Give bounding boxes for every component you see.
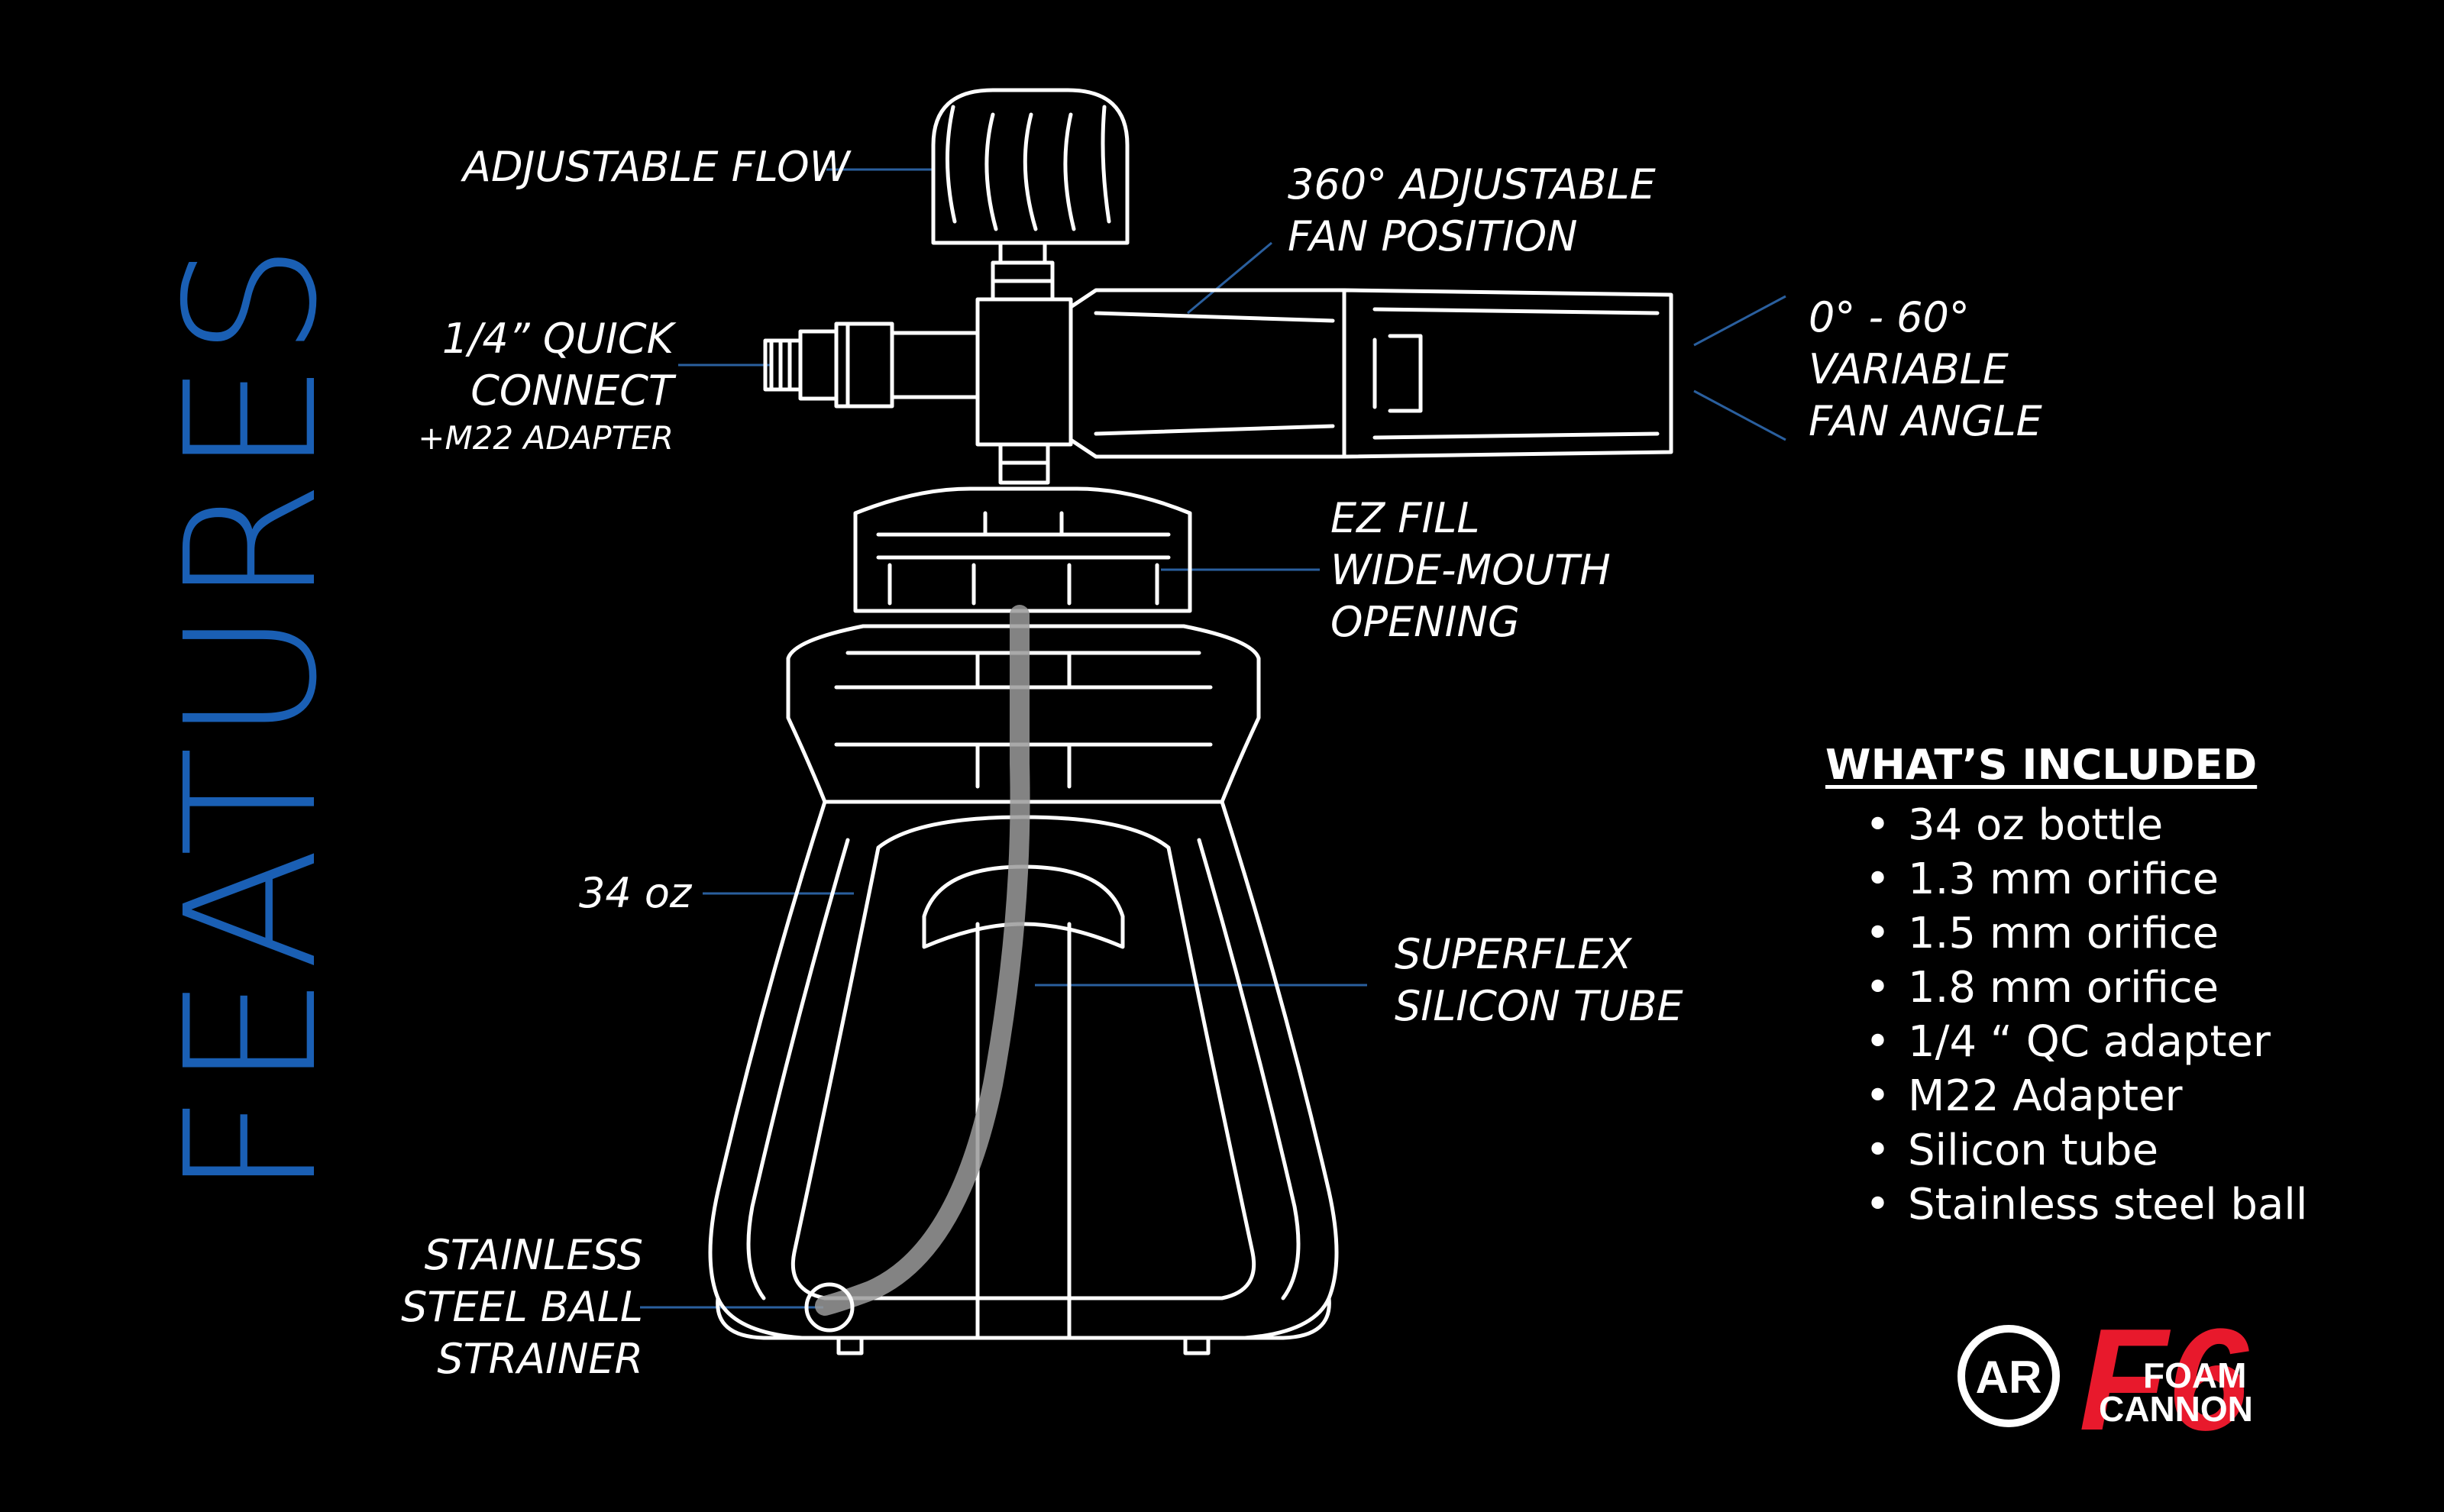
fan-nozzle-tip bbox=[1342, 288, 1673, 459]
list-item: 1.8 mm orifice bbox=[1865, 961, 2307, 1015]
ar-monogram-text: AR bbox=[1976, 1352, 2042, 1403]
silicon-tube bbox=[815, 605, 1030, 1316]
list-item: 1.3 mm orifice bbox=[1865, 852, 2307, 906]
callout-strainer: STAINLESS STEEL BALL STRAINER bbox=[401, 1229, 643, 1385]
callout-fan-position: 360° ADJUSTABLE FAN POSITION bbox=[1288, 159, 1656, 263]
nozzle-detail bbox=[1094, 307, 1660, 440]
callout-fan-angle-line2: VARIABLE bbox=[1809, 345, 2009, 393]
list-item: Stainless steel ball bbox=[1865, 1178, 2307, 1232]
leader-fan-angle-bottom bbox=[1693, 389, 1786, 441]
callout-capacity-text: 34 oz bbox=[579, 869, 692, 917]
lower-nut bbox=[998, 442, 1050, 485]
knob-stem bbox=[998, 241, 1047, 265]
callout-ez-fill: EZ FILL WIDE-MOUTH OPENING bbox=[1330, 493, 1611, 648]
callout-fan-position-line1: 360° ADJUSTABLE bbox=[1288, 160, 1656, 208]
logo-cannon-text: CANNON bbox=[2099, 1389, 2253, 1429]
callout-adjustable-flow-text: ADJUSTABLE FLOW bbox=[463, 143, 851, 191]
knob-grip bbox=[945, 105, 1111, 231]
whats-included-panel: WHAT’S INCLUDED 34 oz bottle 1.3 mm orif… bbox=[1825, 741, 2307, 1232]
whats-included-title: WHAT’S INCLUDED bbox=[1825, 741, 2258, 789]
list-item: 34 oz bottle bbox=[1865, 798, 2307, 852]
callout-capacity: 34 oz bbox=[579, 867, 691, 919]
quick-connect bbox=[763, 321, 980, 409]
callout-fan-angle: 0° - 60° VARIABLE FAN ANGLE bbox=[1809, 292, 2042, 447]
upper-nut bbox=[991, 260, 1055, 302]
list-item: Silicon tube bbox=[1865, 1123, 2307, 1178]
logo-foam-text: FOAM bbox=[2143, 1355, 2247, 1395]
callout-tube: SUPERFLEX SILICON TUBE bbox=[1395, 929, 1683, 1032]
quick-connect-ridges bbox=[769, 321, 850, 409]
bottle-window bbox=[790, 815, 1256, 1300]
manifold-body bbox=[975, 297, 1073, 447]
callout-strainer-line2: STEEL BALL bbox=[401, 1283, 643, 1331]
callout-strainer-line1: STAINLESS bbox=[424, 1231, 643, 1279]
leader-lines bbox=[640, 168, 1786, 1309]
callout-adapter-note: +M22 ADAPTER bbox=[418, 419, 674, 457]
callout-quick-connect-line1: 1/4” QUICK bbox=[441, 315, 674, 363]
callout-fan-angle-line1: 0° - 60° bbox=[1809, 293, 1970, 341]
callout-quick-connect: 1/4” QUICK CONNECT +M22 ADAPTER bbox=[418, 313, 674, 460]
list-item: 1/4 “ QC adapter bbox=[1865, 1015, 2307, 1069]
strainer-ball bbox=[804, 1282, 855, 1333]
bottle-cap bbox=[853, 486, 1192, 613]
callout-tube-line2: SILICON TUBE bbox=[1395, 982, 1683, 1030]
bottle-inner-outline bbox=[746, 838, 1301, 1300]
callout-fan-position-line2: FAN POSITION bbox=[1288, 212, 1578, 260]
whats-included-list: 34 oz bottle 1.3 mm orifice 1.5 mm orifi… bbox=[1825, 798, 2307, 1232]
callout-quick-connect-line2: CONNECT bbox=[470, 367, 674, 415]
callout-fan-angle-line3: FAN ANGLE bbox=[1809, 397, 2042, 445]
leader-fan-position bbox=[1187, 241, 1272, 315]
leader-fan-angle-top bbox=[1693, 295, 1786, 347]
bottle-shoulder bbox=[786, 624, 1261, 804]
bottle-base bbox=[716, 1296, 1331, 1355]
f6-model-mark: F6 bbox=[2079, 1313, 2249, 1451]
callout-ez-fill-line2: WIDE-MOUTH bbox=[1330, 546, 1611, 594]
adjustment-knob bbox=[931, 88, 1130, 245]
callout-ez-fill-line3: OPENING bbox=[1330, 598, 1520, 646]
callout-adjustable-flow: ADJUSTABLE FLOW bbox=[463, 141, 850, 193]
callout-strainer-line3: STRAINER bbox=[437, 1335, 643, 1383]
ar-monogram-ring bbox=[1957, 1325, 2060, 1427]
cannon-line-art bbox=[708, 88, 1673, 1355]
callout-tube-line1: SUPERFLEX bbox=[1395, 930, 1632, 978]
cap-ridges bbox=[876, 511, 1171, 606]
ar-f6-logo: AR F6 bbox=[1957, 1313, 2249, 1451]
bottle-arch bbox=[922, 864, 1125, 949]
list-item: 1.5 mm orifice bbox=[1865, 906, 2307, 961]
callout-ez-fill-line1: EZ FILL bbox=[1330, 494, 1480, 542]
list-item: M22 Adapter bbox=[1865, 1069, 2307, 1123]
